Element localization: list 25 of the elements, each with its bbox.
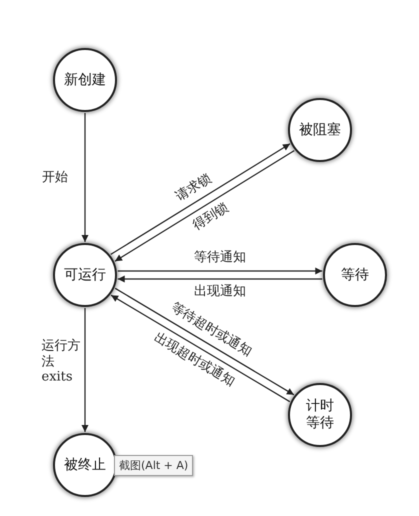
state-circle [288, 383, 352, 447]
arrow [82, 113, 88, 242]
state-circle [53, 433, 117, 497]
arrow [82, 308, 88, 432]
arrow [118, 276, 322, 282]
state-name: 被终止 [64, 456, 106, 474]
state-circle [53, 243, 117, 307]
edge-label: 开始 [42, 170, 68, 186]
state-name: 计时等待 [306, 398, 334, 432]
state-name: 等待 [341, 266, 369, 284]
edge-label: 等待通知 [194, 250, 246, 266]
edge-label: 运行方法 exits [42, 338, 80, 386]
state-circle [53, 48, 117, 112]
arrow [114, 150, 295, 262]
tooltip: 截图(Alt + A) [114, 455, 194, 476]
arrow [118, 268, 322, 274]
arrow [110, 294, 290, 402]
state-name: 新创建 [64, 72, 106, 88]
arrow [114, 288, 294, 396]
state-circle [288, 98, 352, 162]
edge-label: 出现通知 [194, 284, 246, 300]
state-name: 被阻塞 [299, 122, 341, 138]
state-name: 可运行 [64, 266, 106, 284]
state-circle [323, 243, 387, 307]
arrow [110, 143, 290, 255]
